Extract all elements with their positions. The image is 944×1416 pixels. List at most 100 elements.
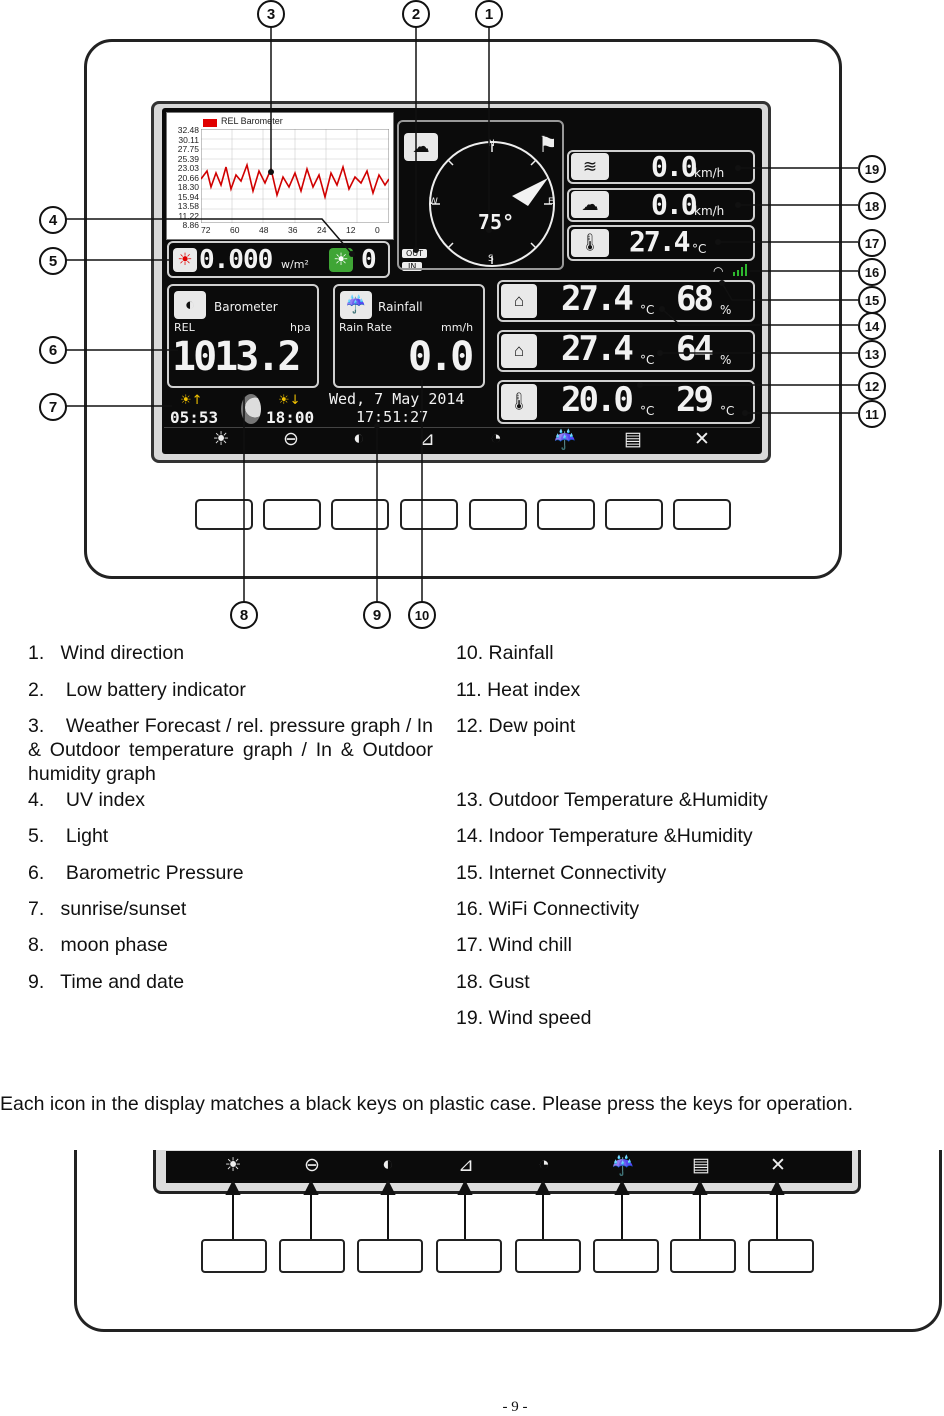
- wind-speed-unit: km/h: [694, 166, 725, 180]
- page-number: - 9 -: [502, 1399, 528, 1415]
- wind-direction-value: 75°: [478, 210, 515, 234]
- clipboard-icon: ▤: [692, 1155, 710, 1176]
- barometer-title: Barometer: [214, 300, 278, 314]
- barometer-icon[interactable]: ◔: [490, 428, 502, 449]
- battery-in-indicator: IN: [402, 262, 423, 271]
- bottom-icon-bar: [166, 1151, 852, 1183]
- bottom-key[interactable]: [748, 1239, 814, 1273]
- date-display: Wed, 7 May 2014: [329, 390, 465, 408]
- outdoor-temp-value: 27.4: [561, 329, 634, 369]
- uv-icon: ☀: [329, 248, 353, 272]
- rain-icon[interactable]: ☔: [553, 430, 577, 451]
- graph-x-tick: 60: [230, 225, 240, 235]
- wind-chill-value: 27.4: [629, 225, 690, 258]
- callout-7: 7: [39, 393, 67, 421]
- hardware-key[interactable]: [537, 499, 595, 530]
- compass-e: E: [548, 197, 554, 207]
- bottom-key[interactable]: [436, 1239, 502, 1273]
- graph-icon: ⊿: [458, 1155, 474, 1176]
- wind-chill-panel: [567, 225, 755, 261]
- compass-dial: [429, 141, 555, 267]
- graph-x-tick: 0: [375, 225, 380, 235]
- touch-icon-bar: [164, 427, 760, 453]
- rainfall-panel: [333, 284, 485, 388]
- bottom-key[interactable]: [670, 1239, 736, 1273]
- legend-item-2: 2. Low battery indicator: [28, 679, 246, 701]
- contrast-icon[interactable]: ◐: [353, 428, 365, 449]
- case-bottom: [74, 1150, 942, 1332]
- contrast-icon: ◐: [382, 1154, 394, 1175]
- brightness-up-icon[interactable]: ☀: [212, 429, 230, 450]
- graph-icon[interactable]: ⊿: [419, 429, 435, 450]
- indoor-panel: [497, 280, 755, 322]
- light-value: 0.000: [199, 245, 273, 275]
- barometer-icon: ◐: [174, 291, 206, 319]
- graph-y-tick: 27.75: [177, 144, 199, 154]
- pressure-line: [201, 129, 389, 223]
- legend-item-1: 1. Wind direction: [28, 642, 185, 664]
- heat-index-value: 29: [676, 380, 714, 420]
- bottom-key[interactable]: [515, 1239, 581, 1273]
- compass-w: W: [429, 197, 438, 207]
- outdoor-house-icon: ⌂: [501, 334, 537, 368]
- graph-x-tick: 48: [259, 225, 269, 235]
- callout-19: 19: [858, 155, 886, 183]
- sunrise-time: 05:53: [170, 408, 219, 427]
- clipboard-icon[interactable]: ▤: [624, 429, 642, 450]
- hardware-key[interactable]: [263, 499, 321, 530]
- callout-4: 4: [39, 206, 67, 234]
- internet-connectivity-icon: ◠: [713, 264, 724, 278]
- callout-10: 10: [408, 601, 436, 629]
- graph-y-tick: 8.86: [182, 220, 199, 230]
- hardware-key[interactable]: [605, 499, 663, 530]
- brightness-down-icon: ⊖: [304, 1155, 320, 1176]
- wind-chill-icon: 🌡: [571, 229, 609, 257]
- tools-icon[interactable]: ✕: [694, 429, 710, 450]
- tools-icon: ✕: [770, 1155, 786, 1176]
- graph-x-tick: 36: [288, 225, 298, 235]
- outdoor-temp-unit: °C: [640, 353, 655, 367]
- hardware-key[interactable]: [400, 499, 458, 530]
- hardware-key[interactable]: [469, 499, 527, 530]
- bottom-key[interactable]: [593, 1239, 659, 1273]
- outdoor-panel: [497, 330, 755, 372]
- instruction-note: Each icon in the display matches a black…: [0, 1093, 854, 1115]
- compass-n: N: [488, 139, 495, 149]
- legend-item-14: 14. Indoor Temperature &Humidity: [456, 825, 753, 847]
- hardware-key[interactable]: [673, 499, 731, 530]
- sunset-time: 18:00: [266, 408, 315, 427]
- outdoor-humidity-value: 64: [676, 329, 714, 369]
- brightness-down-icon[interactable]: ⊖: [283, 429, 299, 450]
- wifi-signal-icon: [733, 264, 749, 276]
- legend-item-8: 8. moon phase: [28, 934, 168, 956]
- legend-item-11: 11. Heat index: [456, 679, 581, 701]
- wind-chill-unit: °C: [692, 242, 707, 256]
- compass-panel: [397, 120, 564, 270]
- graph-x-tick: 12: [346, 225, 356, 235]
- graph-y-tick: 15.94: [177, 191, 199, 202]
- bottom-key[interactable]: [279, 1239, 345, 1273]
- moon-phase-icon: [241, 394, 261, 424]
- graph-y-tick: 23.03: [177, 163, 199, 173]
- heat-index-unit: °C: [720, 404, 735, 418]
- callout-5: 5: [39, 247, 67, 275]
- legend-item-10: 10. Rainfall: [456, 642, 554, 664]
- time-display: 17:51:27: [356, 408, 429, 426]
- barometer-icon: ◔: [538, 1154, 550, 1175]
- callout-1: 1: [475, 0, 503, 28]
- graph-y-tick: 20.66: [177, 172, 199, 183]
- dew-point-icon: 🌡: [501, 384, 537, 420]
- callout-2: 2: [402, 0, 430, 28]
- callout-8: 8: [230, 601, 258, 629]
- legend-item-18: 18. Gust: [456, 971, 530, 993]
- light-unit: w/m²: [281, 258, 309, 271]
- dew-point-unit: °C: [640, 404, 655, 418]
- hardware-key[interactable]: [331, 499, 389, 530]
- bottom-key[interactable]: [201, 1239, 267, 1273]
- dew-heat-panel: [497, 380, 755, 424]
- graph-y-tick: 25.39: [177, 153, 199, 164]
- rainfall-value: 0.0: [408, 334, 474, 380]
- bottom-key[interactable]: [357, 1239, 423, 1273]
- barometer-panel: [167, 284, 319, 388]
